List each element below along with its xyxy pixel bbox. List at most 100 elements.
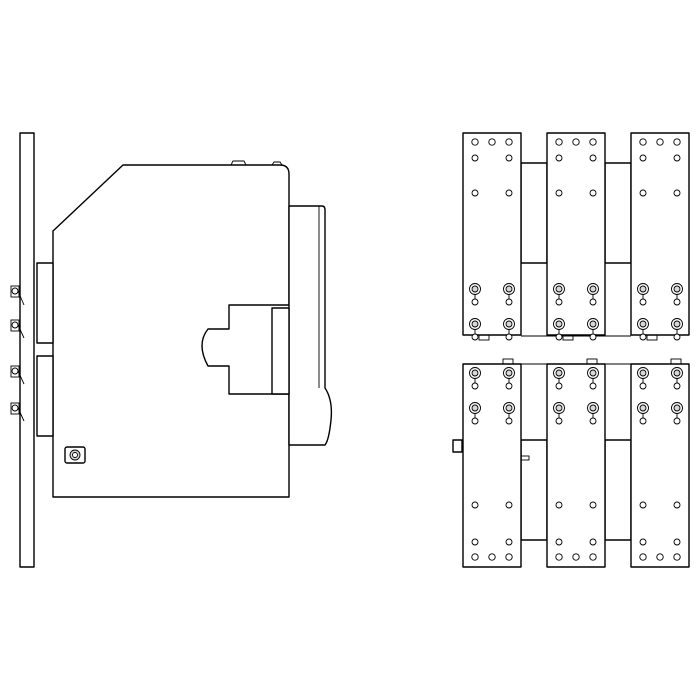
connection-bolt (671, 402, 683, 425)
connection-bolt (469, 283, 481, 306)
terminal-hole (639, 553, 647, 561)
connection-bolt (671, 318, 683, 341)
side-fix-screw (452, 439, 463, 453)
plate-screw-3 (10, 365, 25, 385)
busbar-upper-1 (462, 132, 522, 341)
terminal-hole (555, 154, 563, 162)
terminal-hole (471, 138, 479, 146)
terminal-hole (555, 553, 563, 561)
rear-view (452, 132, 690, 568)
connection-bolt (553, 402, 565, 425)
terminal-hole (639, 154, 647, 162)
terminal-hole (555, 501, 563, 509)
terminal-hole (471, 154, 479, 162)
connection-bolt (503, 283, 515, 306)
connection-bolt (587, 283, 599, 306)
connection-bolt (553, 318, 565, 341)
terminal-hole (505, 138, 513, 146)
terminal-hole (673, 154, 681, 162)
connection-bolt (553, 283, 565, 306)
terminal-hole (589, 538, 597, 546)
connection-bolt (587, 318, 599, 341)
plate-screw-1 (10, 285, 25, 306)
plate-screw-2 (10, 319, 25, 339)
terminal-hole (673, 538, 681, 546)
terminal-hole (589, 138, 597, 146)
mounting-plate (19, 132, 35, 568)
terminal-hole (471, 501, 479, 509)
connection-bolt (503, 402, 515, 425)
busbar-upper-2 (546, 132, 606, 341)
terminal-hole (673, 501, 681, 509)
connection-bolt (637, 402, 649, 425)
connection-bolt (671, 283, 683, 306)
busbar-upper-3 (630, 132, 690, 341)
connection-bolt (503, 367, 515, 390)
terminal-hole (471, 189, 479, 197)
terminal-hole (572, 553, 580, 561)
terminal-hole (505, 501, 513, 509)
plate-tab (646, 334, 658, 341)
terminal-hole (555, 538, 563, 546)
terminal-hole (673, 138, 681, 146)
terminal-hole (555, 189, 563, 197)
plate-tab (586, 358, 598, 365)
side-view (10, 132, 333, 568)
busbar-lower-3 (630, 358, 690, 568)
plate-tab (670, 358, 682, 365)
terminal-hole (639, 501, 647, 509)
breaker-housing (52, 164, 290, 498)
terminal-hole (656, 553, 664, 561)
connection-bolt (637, 367, 649, 390)
connection-bolt (671, 367, 683, 390)
terminal-hole (488, 138, 496, 146)
connection-bolt (469, 367, 481, 390)
terminal-hole (572, 138, 580, 146)
connection-bolt (469, 318, 481, 341)
link-bar-bottom-2 (604, 439, 632, 541)
terminal-hole (639, 538, 647, 546)
terminal-hole (589, 501, 597, 509)
terminal-hole (505, 553, 513, 561)
terminal-hole (471, 538, 479, 546)
terminal-hole (555, 138, 563, 146)
lock-knob (64, 446, 86, 464)
terminal-hole (505, 154, 513, 162)
plate-screw-4 (10, 402, 25, 422)
terminal-hole (488, 553, 496, 561)
recess-plate (271, 307, 290, 395)
link-bar-bottom-1 (520, 439, 548, 541)
top-lug-right (271, 161, 283, 166)
connection-bolt (587, 367, 599, 390)
connection-bolt (637, 318, 649, 341)
connection-bolt (637, 283, 649, 306)
plate-tab (502, 358, 514, 365)
terminal-hole (639, 138, 647, 146)
terminal-hole (505, 189, 513, 197)
terminal-hole (673, 553, 681, 561)
terminal-hole (505, 538, 513, 546)
connection-bolt (469, 402, 481, 425)
rear-cover (288, 205, 333, 446)
connection-bolt (553, 367, 565, 390)
plate-tab (562, 334, 574, 341)
busbar-lower-1 (462, 358, 522, 568)
flange-block-lower (36, 355, 54, 437)
plate-tab (478, 334, 490, 341)
terminal-hole (656, 138, 664, 146)
top-lug-left (230, 160, 247, 166)
connection-bolt (587, 402, 599, 425)
link-bar-top-2 (604, 162, 632, 264)
flange-block-upper (36, 262, 54, 344)
terminal-hole (589, 154, 597, 162)
terminal-hole (639, 189, 647, 197)
connection-bolt (503, 318, 515, 341)
terminal-hole (673, 189, 681, 197)
link-bar-top-1 (520, 162, 548, 264)
terminal-hole (589, 553, 597, 561)
busbar-lower-2 (546, 358, 606, 568)
terminal-hole (589, 189, 597, 197)
terminal-hole (471, 553, 479, 561)
